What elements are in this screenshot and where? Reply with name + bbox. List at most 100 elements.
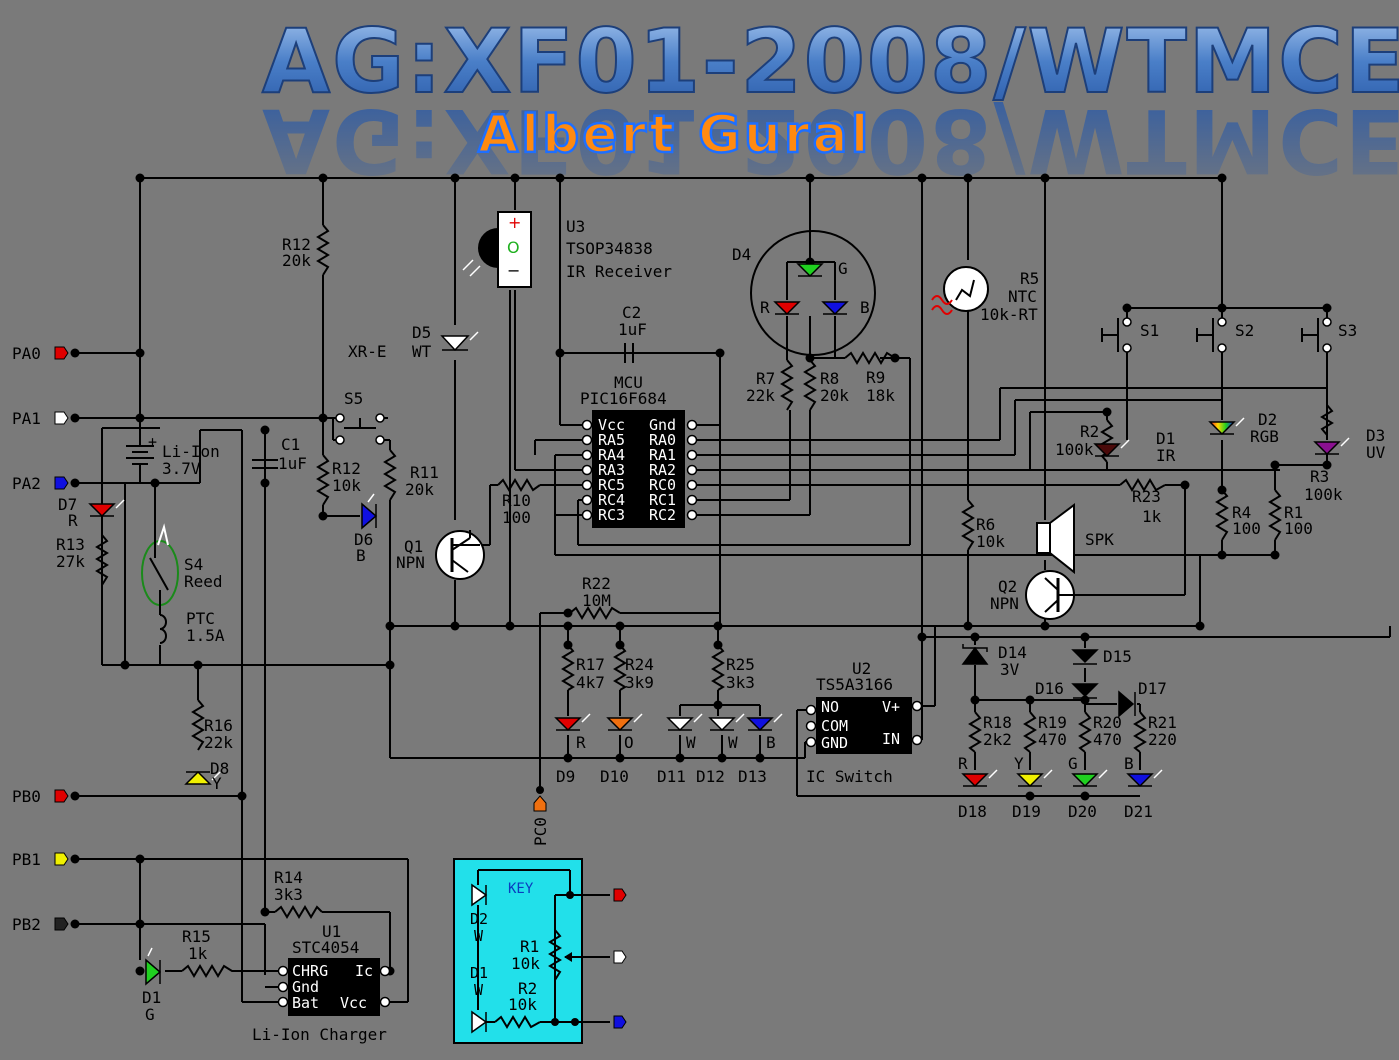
- d1ir-led: [1093, 443, 1121, 458]
- u3-pin-out: O: [507, 238, 520, 257]
- r22-symbol: [569, 606, 621, 620]
- u3-pin-plus: +: [508, 213, 521, 232]
- key-d2-ref: D2: [470, 910, 488, 928]
- s1-button[interactable]: S1: [1101, 317, 1159, 353]
- r15-ref: R15: [182, 927, 211, 946]
- port-pb0[interactable]: PB0: [12, 787, 80, 806]
- mcu-pin-rc2: RC2: [649, 506, 676, 524]
- d19-color: Y: [1014, 754, 1024, 773]
- d14-ref: D14: [998, 643, 1027, 662]
- r1-value: 100: [1284, 519, 1313, 538]
- r7-ref: R7: [756, 369, 775, 388]
- speaker-label: SPK: [1085, 530, 1114, 549]
- r16-value: 22k: [204, 733, 233, 752]
- r8-symbol: [803, 359, 817, 411]
- author-name: Albert Gural: [478, 105, 871, 165]
- u2-pin-com: COM: [821, 717, 848, 735]
- u1-pin-gnd: Gnd: [292, 978, 319, 996]
- mcu-pin-ra1: RA1: [649, 446, 676, 464]
- u2-part: TS5A3166: [816, 675, 893, 694]
- r1-symbol: [1268, 489, 1282, 541]
- d5-name: XR-E: [348, 342, 387, 361]
- u1-pin-vcc: Vcc: [340, 994, 367, 1012]
- u1-part: STC4054: [292, 938, 359, 957]
- d7-led: [88, 503, 116, 518]
- d19-led: [1016, 773, 1044, 788]
- d4-r: R: [760, 298, 770, 317]
- d11-led: [666, 717, 694, 732]
- d3-ref: D3: [1366, 426, 1385, 445]
- d14-zener: [961, 646, 989, 665]
- r24-value: 3k9: [625, 673, 654, 692]
- mcu-pin-rc4: RC4: [598, 491, 625, 509]
- port-pb2-label: PB2: [12, 915, 41, 934]
- r15-value: 1k: [188, 944, 208, 963]
- r5-value: 10k-RT: [980, 305, 1038, 324]
- port-pb2[interactable]: PB2: [12, 915, 80, 934]
- r20-value: 470: [1093, 730, 1122, 749]
- r23-symbol: [1119, 478, 1166, 492]
- key-d1-color: W: [474, 981, 484, 999]
- r15-symbol: [181, 964, 240, 978]
- u3-desc: IR Receiver: [566, 262, 672, 281]
- d3-color: UV: [1366, 443, 1386, 462]
- u3-pin-minus: −: [507, 261, 520, 280]
- mcu-pin-rc5: RC5: [598, 476, 625, 494]
- port-pa0[interactable]: PA0: [12, 344, 80, 363]
- d4-package-circle: [750, 230, 876, 356]
- mcu-pin-vcc: Vcc: [598, 416, 625, 434]
- r7-symbol: [780, 359, 794, 411]
- d4-blue: [821, 301, 849, 316]
- port-pc0[interactable]: PC0: [531, 786, 550, 846]
- port-pa1[interactable]: PA1: [12, 409, 80, 428]
- d8-color: Y: [212, 774, 222, 793]
- d16-diode: [1071, 683, 1099, 698]
- port-pb1[interactable]: PB1: [12, 850, 80, 869]
- s5-switch[interactable]: S5: [335, 389, 385, 445]
- d5-color: WT: [412, 342, 432, 361]
- q1-ref: Q1: [404, 537, 423, 556]
- port-pa1-label: PA1: [12, 409, 41, 428]
- d7-ref: D7: [58, 495, 77, 514]
- r19-symbol: [1023, 711, 1037, 753]
- r13-symbol: [95, 534, 109, 586]
- r14-value: 3k3: [274, 885, 303, 904]
- r13-value: 27k: [56, 552, 85, 571]
- s3-button[interactable]: S3: [1301, 317, 1357, 353]
- s2-button[interactable]: S2: [1196, 317, 1254, 353]
- u2-pin-in: IN: [882, 730, 900, 748]
- d21-color: B: [1124, 754, 1134, 773]
- battery-value: 3.7V: [162, 459, 201, 478]
- caps-battery: [126, 343, 650, 483]
- d13-led: [746, 717, 774, 732]
- mcu-pin-gnd: Gnd: [649, 416, 676, 434]
- d8-ref: D8: [210, 759, 229, 778]
- speaker-symbol: SPK: [1036, 503, 1114, 575]
- port-pa0-label: PA0: [12, 344, 41, 363]
- mcu-pin-rc3: RC3: [598, 506, 625, 524]
- d1ir-color: IR: [1156, 446, 1176, 465]
- r4-ref: R4: [1232, 503, 1251, 522]
- u1-ref: U1: [322, 922, 341, 941]
- r14-ref: R14: [274, 868, 303, 887]
- d20-color: G: [1068, 754, 1078, 773]
- key-d1-ref: D1: [470, 964, 488, 982]
- mcu-pin-ra3: RA3: [598, 461, 625, 479]
- port-pa2[interactable]: PA2: [12, 474, 80, 493]
- d19-ref: D19: [1012, 802, 1041, 821]
- r9-ref: R9: [866, 368, 885, 387]
- d10-ref: D10: [600, 767, 629, 786]
- r21-symbol: [1133, 711, 1147, 753]
- d13-ref: D13: [738, 767, 767, 786]
- d1-color: G: [145, 1005, 155, 1024]
- port-pb1-label: PB1: [12, 850, 41, 869]
- r7-value: 22k: [746, 386, 775, 405]
- d12-led: [708, 717, 736, 732]
- r9-value: 18k: [866, 386, 895, 405]
- d5-led: [440, 335, 470, 352]
- resistor-symbols: [95, 224, 1334, 978]
- r6-value: 10k: [976, 532, 1005, 551]
- d4-red: [773, 301, 801, 316]
- r5-ntc-thermistor: [931, 266, 989, 315]
